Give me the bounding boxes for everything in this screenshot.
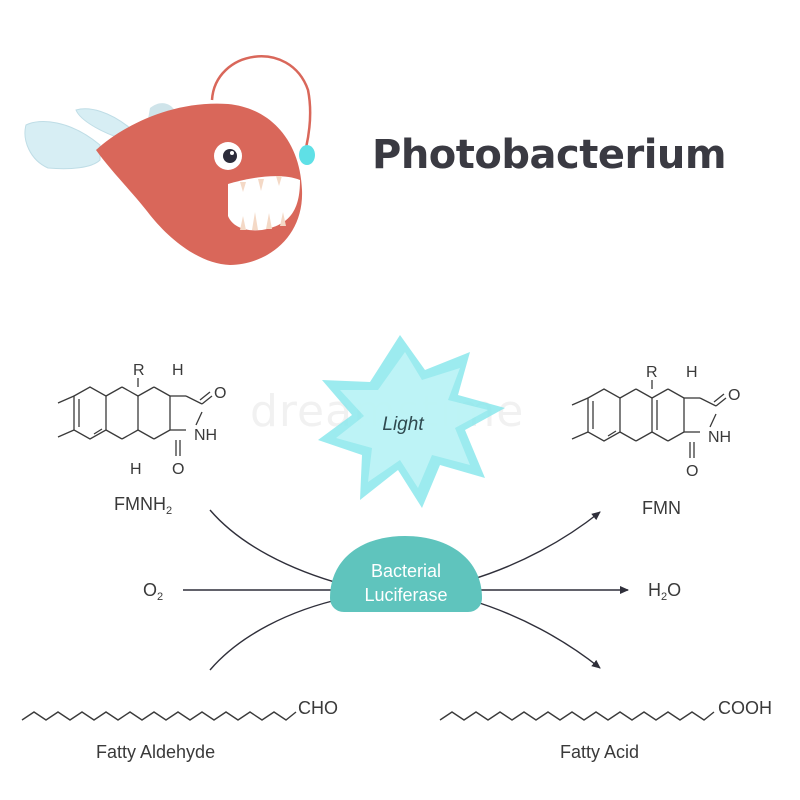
- fmn-label: FMN: [642, 498, 681, 518]
- acid-group-label: COOH: [718, 698, 772, 718]
- molecule-fmn: [571, 380, 727, 458]
- fmnh2-label: FMNH2: [114, 494, 173, 517]
- fatty-aldehyde-chain: [21, 711, 297, 721]
- fatty-acid-label: Fatty Acid: [560, 742, 640, 762]
- h2o-label: H2O: [648, 580, 682, 603]
- light-burst: Light: [318, 335, 505, 508]
- fish-lure-stalk: [210, 55, 312, 149]
- light-label: Light: [382, 414, 424, 435]
- fmn-nh-label: NH: [708, 429, 731, 446]
- fish-dorsal-fin: [75, 108, 131, 141]
- enzyme-label-line2: Luciferase: [364, 585, 447, 605]
- page-title: Photobacterium: [372, 132, 727, 178]
- fmnh2-h-bottom-label: H: [130, 461, 142, 478]
- fmn-o-bottom-label: O: [686, 463, 698, 480]
- molecule-fmnh2: [57, 378, 213, 456]
- aldehyde-group-label: CHO: [298, 698, 338, 718]
- fatty-acid-chain: [439, 711, 715, 721]
- fatty-aldehyde-label: Fatty Aldehyde: [96, 742, 216, 762]
- arrow-acid-out: [469, 599, 601, 669]
- fish-teeth: [240, 176, 286, 230]
- arrow-fmn-out: [469, 511, 601, 581]
- light-star-inner: [336, 352, 488, 488]
- fmnh2-r-label: R: [133, 362, 145, 379]
- o2-label: O2: [143, 580, 164, 603]
- fish-tail-fin: [24, 121, 101, 170]
- arrow-aldehyde-in: [209, 597, 346, 671]
- fmn-h-top-label: H: [686, 364, 698, 381]
- fmn-o-top-label: O: [728, 387, 740, 404]
- fmnh2-o-top-label: O: [214, 385, 226, 402]
- fish-lure-light: [299, 145, 315, 165]
- fmnh2-nh-label: NH: [194, 427, 217, 444]
- fmn-r-label: R: [646, 364, 658, 381]
- fmnh2-o-bottom-label: O: [172, 461, 184, 478]
- arrow-fmnh2-in: [209, 509, 346, 586]
- fmnh2-h-top-label: H: [172, 362, 184, 379]
- enzyme-label-line1: Bacterial: [371, 561, 441, 581]
- enzyme-bacterial-luciferase: Bacterial Luciferase: [330, 536, 482, 612]
